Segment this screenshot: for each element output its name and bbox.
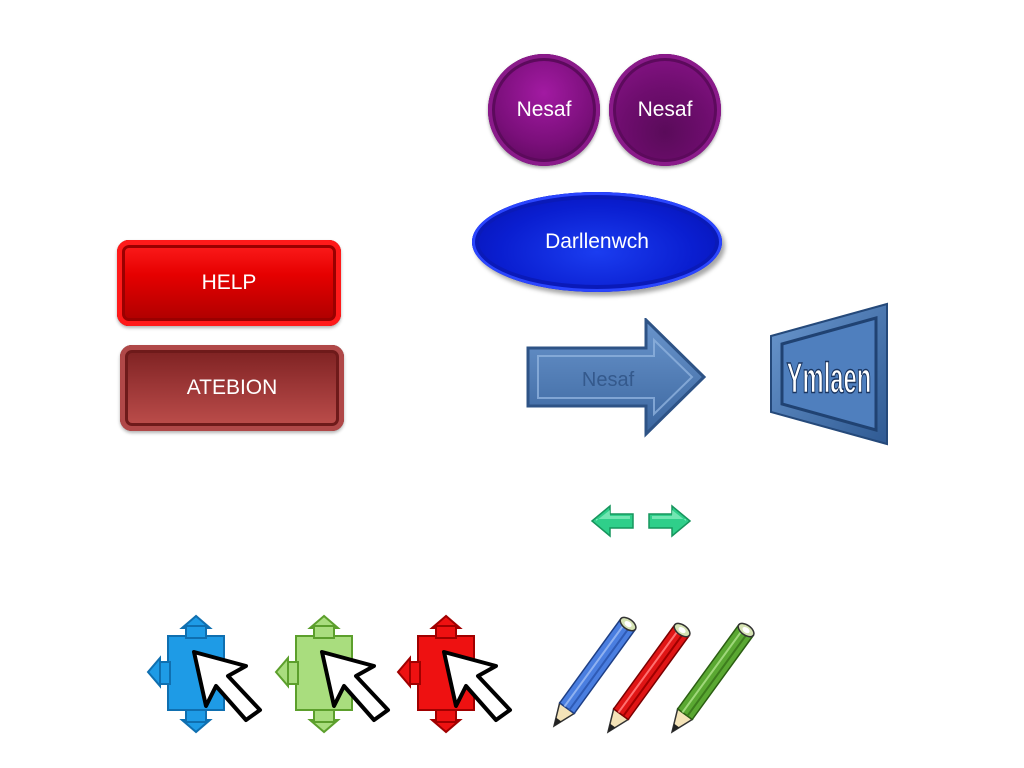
green-move-cursor-icon[interactable] bbox=[274, 614, 392, 734]
atebion-label: ATEBION bbox=[186, 376, 278, 399]
ymlaen-label: Ymlaen bbox=[787, 356, 872, 403]
green-left-arrow-icon[interactable] bbox=[590, 504, 636, 538]
nesaf-circle-button-2[interactable]: Nesaf bbox=[609, 54, 721, 166]
red-move-cursor-icon[interactable] bbox=[396, 614, 514, 734]
green-right-arrow-icon[interactable] bbox=[646, 504, 692, 538]
red-pencil-icon[interactable] bbox=[604, 622, 716, 738]
nesaf-circle-label-1: Nesaf bbox=[516, 98, 572, 121]
ymlaen-button[interactable]: Ymlaen bbox=[768, 302, 890, 446]
nesaf-arrow-button[interactable]: Nesaf bbox=[526, 318, 708, 438]
darllenwch-button[interactable]: Darllenwch bbox=[472, 192, 722, 292]
nesaf-circle-button-1[interactable]: Nesaf bbox=[488, 54, 600, 166]
nesaf-arrow-label: Nesaf bbox=[582, 369, 635, 391]
green-pencil-icon[interactable] bbox=[668, 622, 780, 738]
blue-move-cursor-icon[interactable] bbox=[146, 614, 264, 734]
help-button[interactable]: HELP bbox=[117, 240, 341, 326]
atebion-button[interactable]: ATEBION bbox=[120, 345, 344, 431]
blue-pencil-icon[interactable] bbox=[550, 616, 662, 732]
help-label: HELP bbox=[201, 271, 257, 294]
nesaf-circle-label-2: Nesaf bbox=[637, 98, 693, 121]
darllenwch-label: Darllenwch bbox=[545, 230, 649, 253]
